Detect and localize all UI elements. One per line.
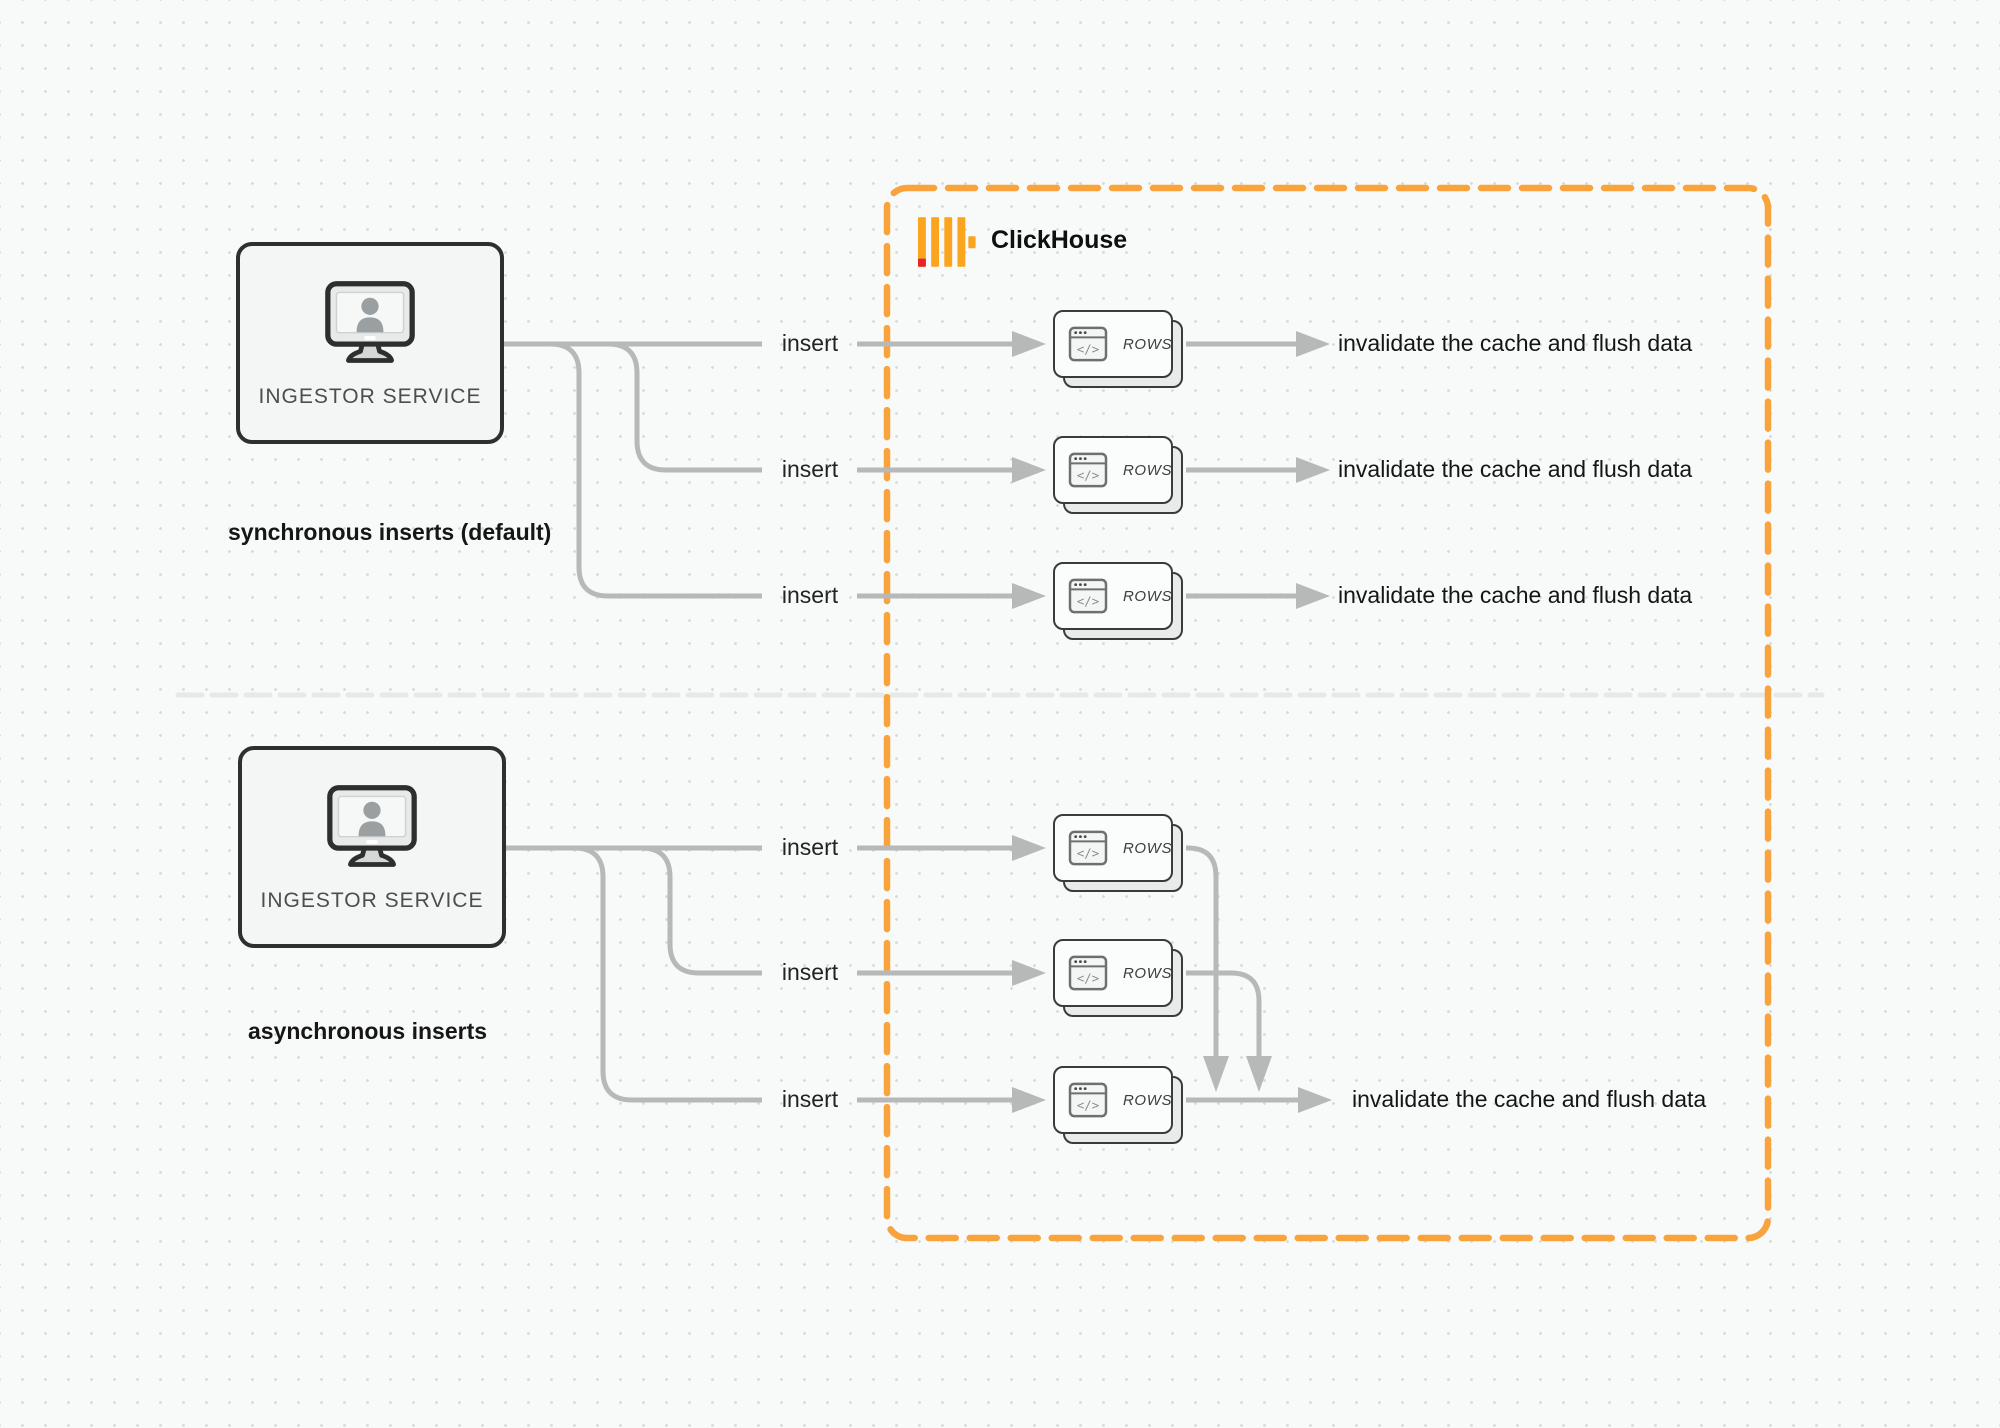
rows-label: ROWS xyxy=(1123,461,1173,479)
rows-label: ROWS xyxy=(1123,1091,1173,1109)
rows-label: ROWS xyxy=(1123,839,1173,857)
insert-label: insert xyxy=(781,456,839,482)
clickhouse-label: ClickHouse xyxy=(991,226,1128,254)
arrowheads xyxy=(1012,331,1332,1113)
sync-caption: synchronous inserts (default) xyxy=(228,519,552,545)
user-workstation-icon xyxy=(320,279,420,371)
clickhouse-logo-icon xyxy=(918,217,976,267)
rows-card: ROWS xyxy=(1053,814,1185,894)
rows-card: ROWS xyxy=(1053,310,1185,390)
service-label: INGESTOR SERVICE xyxy=(260,889,484,912)
user-workstation-icon xyxy=(322,783,422,875)
code-window-icon xyxy=(1068,955,1108,991)
ingestor-service-box-sync: INGESTOR SERVICE xyxy=(236,242,504,444)
code-window-icon xyxy=(1068,326,1108,362)
result-label: invalidate the cache and flush data xyxy=(1338,582,1693,608)
service-label: INGESTOR SERVICE xyxy=(258,385,482,408)
rows-card: ROWS xyxy=(1053,1066,1185,1146)
result-label: invalidate the cache and flush data xyxy=(1338,456,1693,482)
async-caption: asynchronous inserts xyxy=(248,1018,488,1044)
rows-label: ROWS xyxy=(1123,964,1173,982)
insert-label: insert xyxy=(781,959,839,985)
insert-label: insert xyxy=(781,1086,839,1112)
clickhouse-boundary xyxy=(883,184,1772,1242)
insert-label: insert xyxy=(781,834,839,860)
rows-label: ROWS xyxy=(1123,587,1173,605)
result-label: invalidate the cache and flush data xyxy=(1352,1086,1707,1112)
rows-card: ROWS xyxy=(1053,562,1185,642)
code-window-icon xyxy=(1068,830,1108,866)
rows-card: ROWS xyxy=(1053,436,1185,516)
code-window-icon xyxy=(1068,452,1108,488)
result-label: invalidate the cache and flush data xyxy=(1338,330,1693,356)
rows-label: ROWS xyxy=(1123,335,1173,353)
insert-label: insert xyxy=(781,330,839,356)
ingestor-service-box-async: INGESTOR SERVICE xyxy=(238,746,506,948)
code-window-icon xyxy=(1068,1082,1108,1118)
rows-card: ROWS xyxy=(1053,939,1185,1019)
insert-label: insert xyxy=(781,582,839,608)
code-window-icon xyxy=(1068,578,1108,614)
gray-connectors xyxy=(504,341,1298,1103)
